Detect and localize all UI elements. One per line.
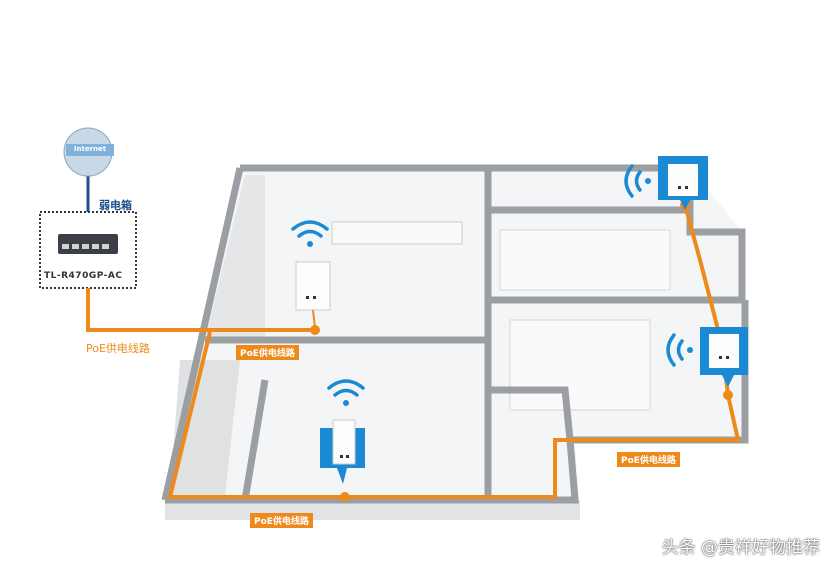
wall-ap-4 bbox=[700, 327, 748, 387]
cabinet-box bbox=[39, 211, 137, 289]
bed bbox=[509, 319, 651, 411]
poe-tag: PoE供电线路 bbox=[617, 452, 680, 467]
watermark: 头条 @贵祥好物推荐 bbox=[661, 538, 820, 558]
poe-tag: PoE供电线路 bbox=[236, 345, 299, 360]
router-model: TL-R470GP-AC bbox=[44, 271, 123, 281]
poe-line-label: PoE供电线路 bbox=[86, 342, 150, 355]
cabinet-title: 弱电箱 bbox=[99, 199, 132, 212]
wifi-icon bbox=[291, 220, 329, 247]
wall-ap-2 bbox=[320, 419, 365, 484]
bed bbox=[499, 229, 671, 291]
wall-ap-3 bbox=[658, 156, 708, 210]
wifi-icon bbox=[666, 333, 693, 367]
poe-tag: PoE供电线路 bbox=[250, 513, 313, 528]
room-shadow bbox=[205, 175, 265, 340]
poe-lines bbox=[86, 204, 741, 499]
sofa bbox=[331, 221, 463, 245]
wall-ap-1 bbox=[295, 261, 331, 329]
internet-label: Internet bbox=[73, 145, 107, 153]
internet-label-band bbox=[66, 144, 114, 156]
wifi-icon bbox=[624, 164, 651, 198]
wifi-icon bbox=[327, 379, 365, 406]
